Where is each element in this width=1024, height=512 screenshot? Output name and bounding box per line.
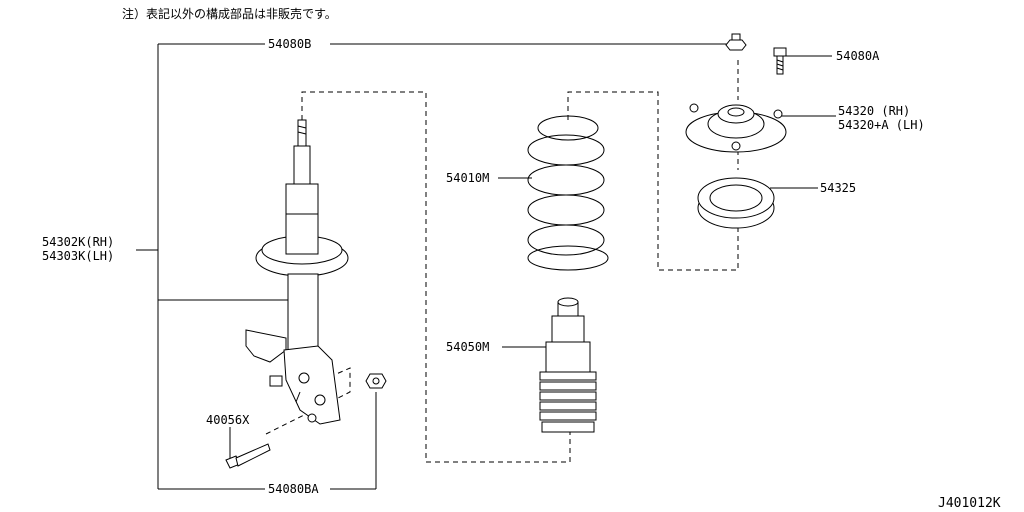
strut-bearing-54325 bbox=[697, 177, 775, 229]
label-54302k: 54302K(RH) bbox=[42, 235, 114, 249]
hex-nut-54080b bbox=[725, 33, 747, 51]
strut-mount-54320 bbox=[685, 103, 787, 153]
leader-lines bbox=[136, 43, 836, 490]
strut-assembly-54302k bbox=[245, 119, 349, 425]
diagram-code: J401012K bbox=[938, 496, 1001, 511]
bump-stop-boot-54050m bbox=[539, 297, 597, 433]
hex-nut-54080ba bbox=[365, 373, 387, 389]
label-54320-lh: 54320+A (LH) bbox=[838, 118, 925, 132]
note-text: 注）表記以外の構成部品は非販売です。 bbox=[122, 6, 337, 21]
label-54050m: 54050M bbox=[446, 340, 489, 354]
bolt-54080a bbox=[773, 47, 787, 75]
label-54325: 54325 bbox=[820, 181, 856, 195]
label-54010m: 54010M bbox=[446, 171, 489, 185]
label-54080a: 54080A bbox=[836, 49, 880, 63]
label-54080b: 54080B bbox=[268, 37, 311, 51]
label-54080ba: 54080BA bbox=[268, 482, 319, 496]
label-40056x: 40056X bbox=[206, 413, 250, 427]
coil-spring-54010m bbox=[527, 115, 609, 271]
bolt-40056x bbox=[225, 443, 271, 469]
label-54303k: 54303K(LH) bbox=[42, 249, 114, 263]
label-54320-rh: 54320 (RH) bbox=[838, 104, 910, 118]
